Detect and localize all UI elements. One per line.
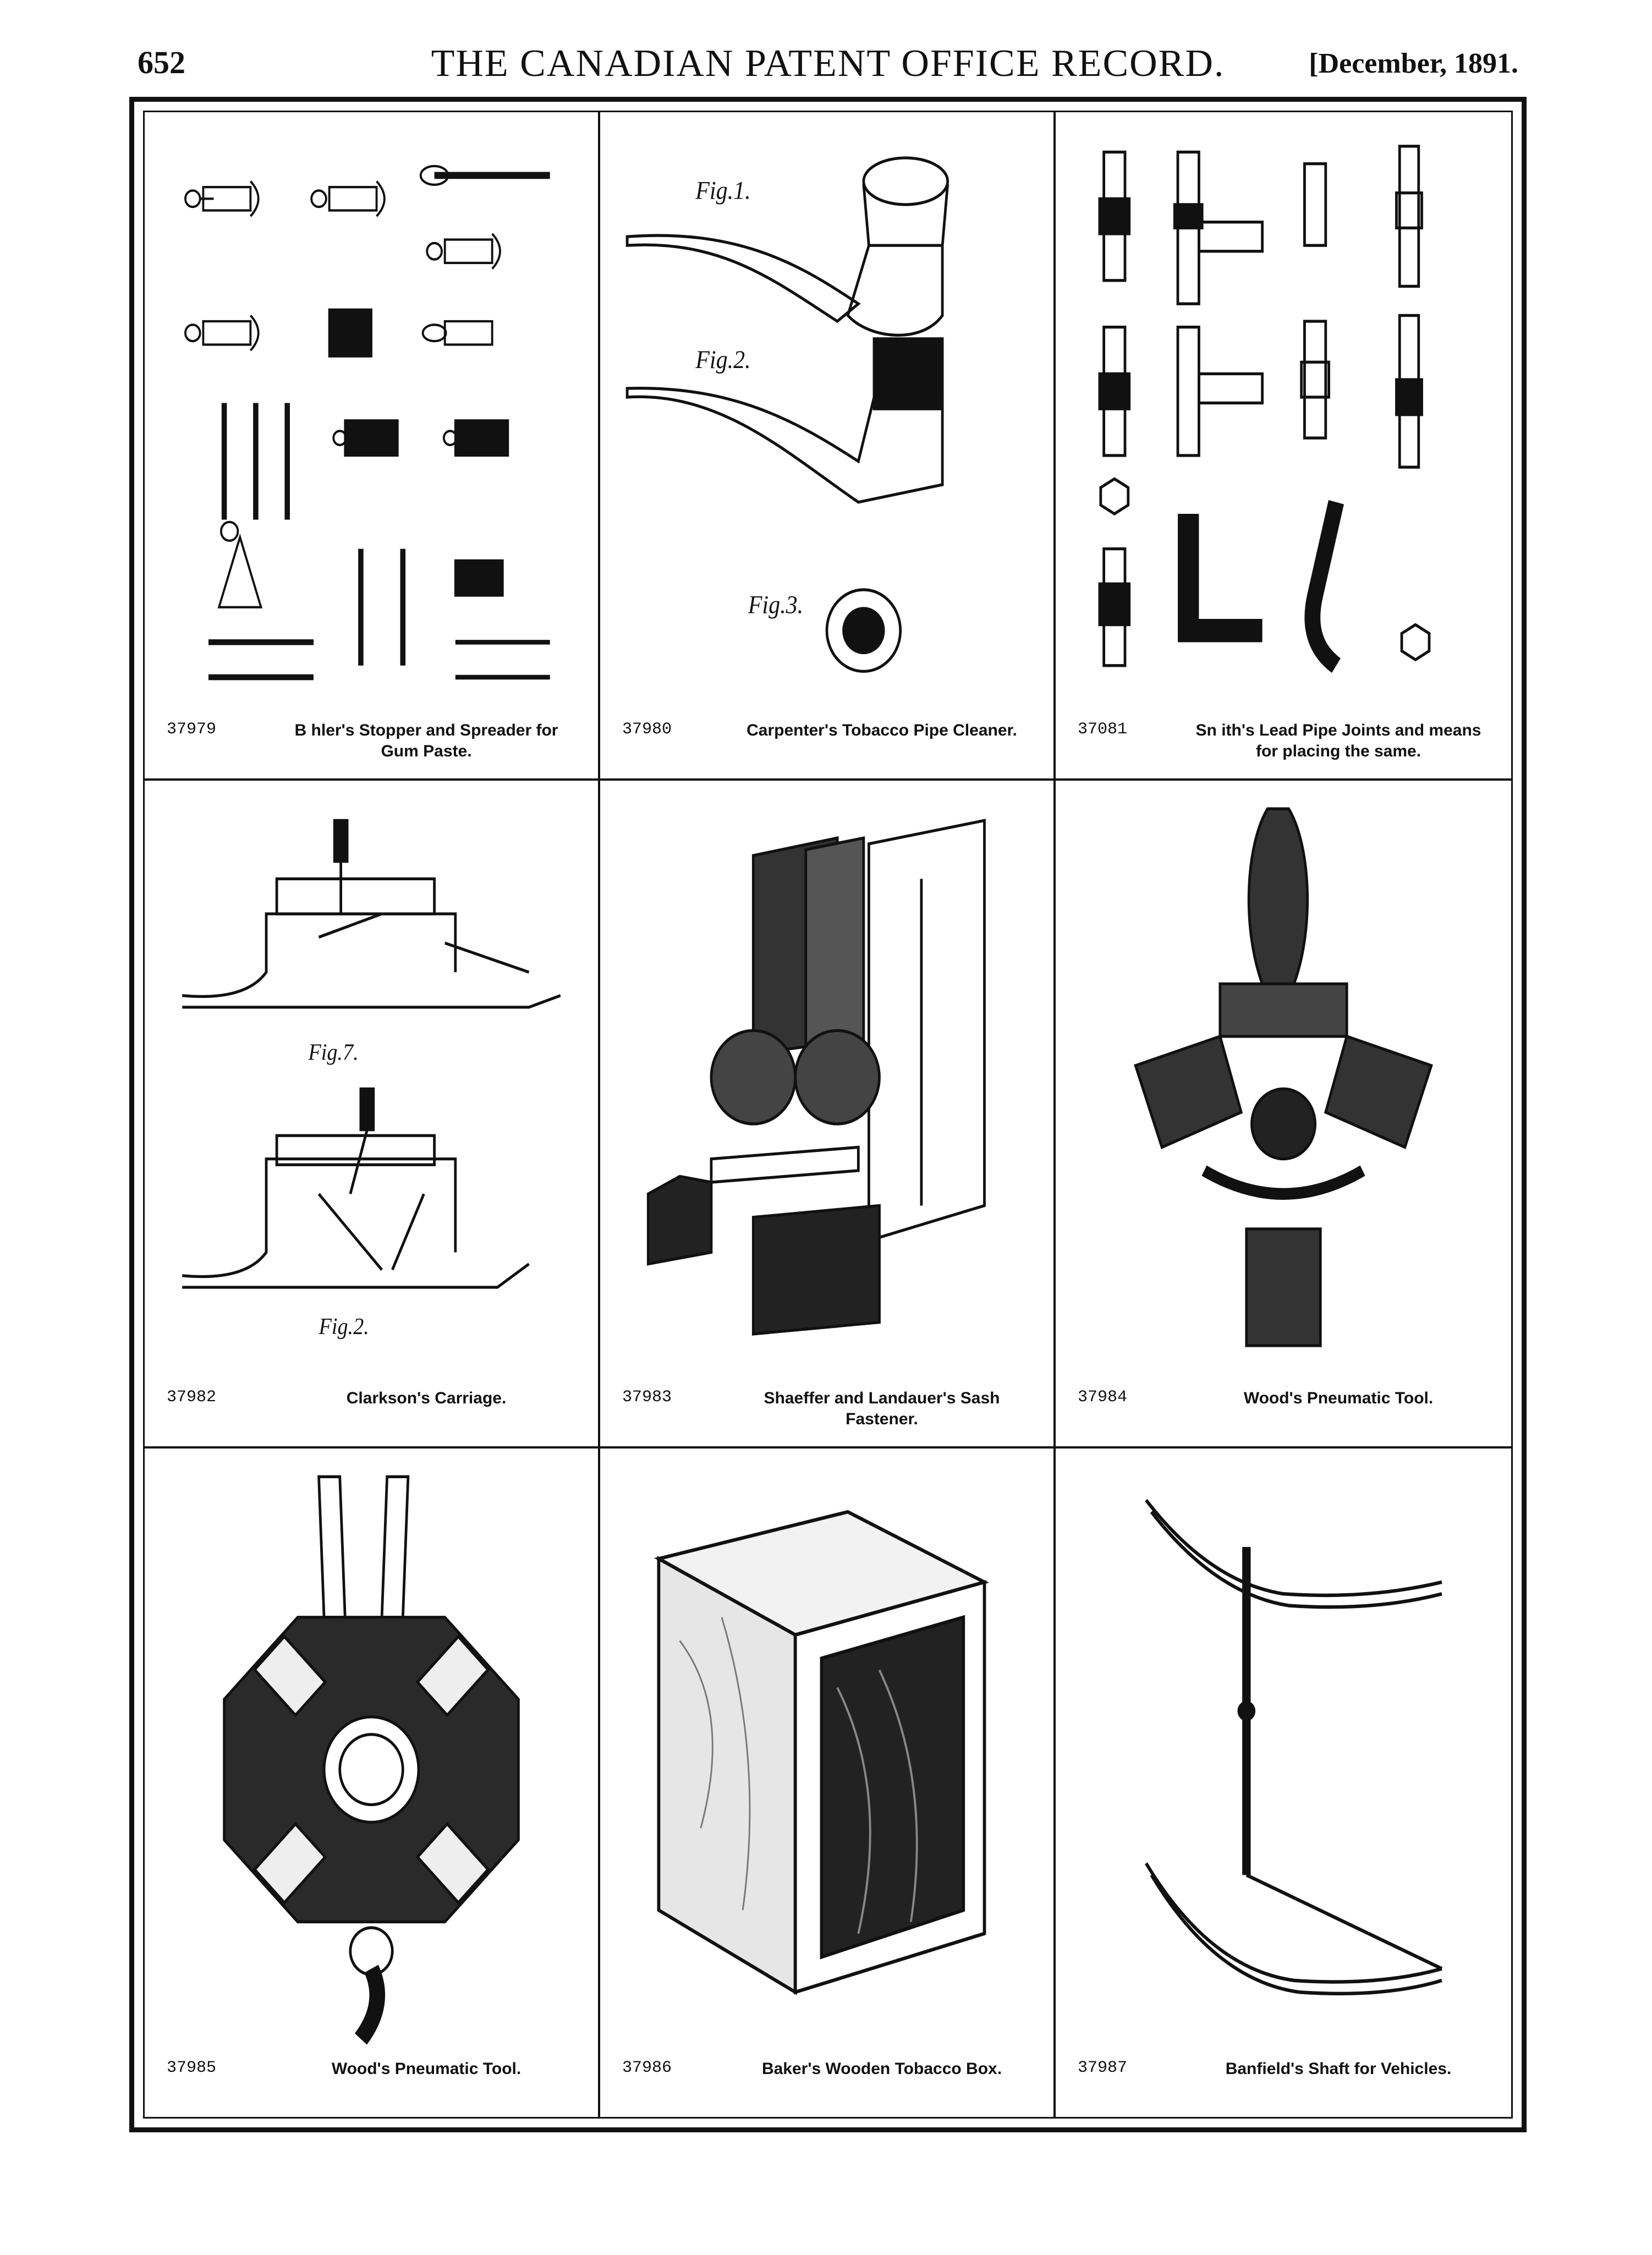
patent-number: 37980 [622, 720, 672, 739]
patent-drawing-stopper [161, 129, 581, 712]
patent-title: Wood's Pneumatic Tool. [331, 2059, 522, 2078]
patent-drawing-pipe-joints [1072, 129, 1495, 712]
issue-date: [December, 1891. [1309, 48, 1518, 79]
patent-panel-37986: 37986 Baker's Wooden Tobacco Box. [600, 1449, 1056, 2117]
page-header: 652 THE CANADIAN PATENT OFFICE RECORD. [… [138, 33, 1518, 94]
patent-number: 37984 [1078, 1388, 1128, 1407]
patent-caption: 37081 Sn ith's Lead Pipe Joints and mean… [1078, 716, 1489, 771]
patent-caption: 37986 Baker's Wooden Tobacco Box. [622, 2054, 1031, 2109]
patent-caption: 37982 Clarkson's Carriage. [167, 1384, 576, 1439]
patent-drawing-carriage: Fig.7. Fig.2. [161, 797, 581, 1381]
patent-panel-37983: 37983 Shaeffer and Landauer's Sash Faste… [600, 780, 1056, 1449]
patent-caption: 37984 Wood's Pneumatic Tool. [1078, 1384, 1489, 1439]
patent-title: Baker's Wooden Tobacco Box. [761, 2059, 1002, 2078]
patent-panel-37980: Fig.1. Fig.2. Fig.3. 37980 [600, 112, 1056, 781]
patent-caption: 37980 Carpenter's Tobacco Pipe Cleaner. [622, 716, 1031, 771]
patent-title: Wood's Pneumatic Tool. [1243, 1389, 1434, 1408]
patent-drawing-pneumatic-tool-section [1072, 797, 1495, 1381]
patent-panel-37985: 37985 Wood's Pneumatic Tool. [145, 1449, 600, 2117]
patent-panel-37987: 37987 Banfield's Shaft for Vehicles. [1056, 1449, 1511, 2117]
patent-drawing-sash-fastener [617, 797, 1037, 1381]
patent-title: Sn ith's Lead Pipe Joints and means for … [1195, 721, 1481, 760]
patent-title: Carpenter's Tobacco Pipe Cleaner. [747, 721, 1017, 739]
publication-title: THE CANADIAN PATENT OFFICE RECORD. [431, 42, 1225, 85]
page-number: 652 [138, 45, 185, 80]
patent-panel-37984: 37984 Wood's Pneumatic Tool. [1056, 781, 1511, 1449]
patent-title: Clarkson's Carriage. [346, 1389, 507, 1408]
plate-frame: 37979 B hler's Stopper and Spreader for … [129, 97, 1527, 2132]
figure-label: Fig.2. [695, 345, 750, 374]
figure-label: Fig.3. [748, 590, 803, 619]
patent-title: Shaeffer and Landauer's Sash Fastener. [764, 1389, 1000, 1429]
patent-number: 37987 [1078, 2058, 1128, 2077]
figure-label: Fig.7. [308, 1039, 358, 1065]
patent-number: 37985 [167, 2058, 217, 2077]
patent-panel-37081: 37081 Sn ith's Lead Pipe Joints and mean… [1056, 112, 1511, 781]
patent-drawing-pipe-cleaner: Fig.1. Fig.2. Fig.3. [617, 129, 1037, 712]
patent-caption: 37987 Banfield's Shaft for Vehicles. [1078, 2054, 1489, 2109]
patent-caption: 37983 Shaeffer and Landauer's Sash Faste… [622, 1384, 1031, 1439]
patent-caption: 37985 Wood's Pneumatic Tool. [167, 2054, 576, 2109]
patent-title: B hler's Stopper and Spreader for Gum Pa… [294, 721, 558, 760]
patent-title: Banfield's Shaft for Vehicles. [1225, 2059, 1452, 2078]
patent-panel-37982: Fig.7. Fig.2. 3798 [145, 780, 600, 1449]
figure-label: Fig.2. [319, 1313, 369, 1339]
patent-number: 37986 [622, 2058, 672, 2077]
patent-drawing-pneumatic-tool-octagon [161, 1465, 581, 2051]
patent-drawing-tobacco-box [617, 1465, 1037, 2051]
patent-drawing-vehicle-shaft [1072, 1465, 1495, 2051]
figure-label: Fig.1. [695, 175, 750, 205]
patent-panel-37979: 37979 B hler's Stopper and Spreader for … [145, 112, 600, 781]
plate-inner-border: 37979 B hler's Stopper and Spreader for … [143, 111, 1513, 2119]
patent-number: 37983 [622, 1388, 672, 1407]
patent-number: 37081 [1078, 720, 1128, 739]
patent-caption: 37979 B hler's Stopper and Spreader for … [167, 716, 576, 771]
patent-grid: 37979 B hler's Stopper and Spreader for … [145, 112, 1511, 2117]
patent-number: 37979 [167, 720, 217, 739]
patent-number: 37982 [167, 1388, 217, 1407]
